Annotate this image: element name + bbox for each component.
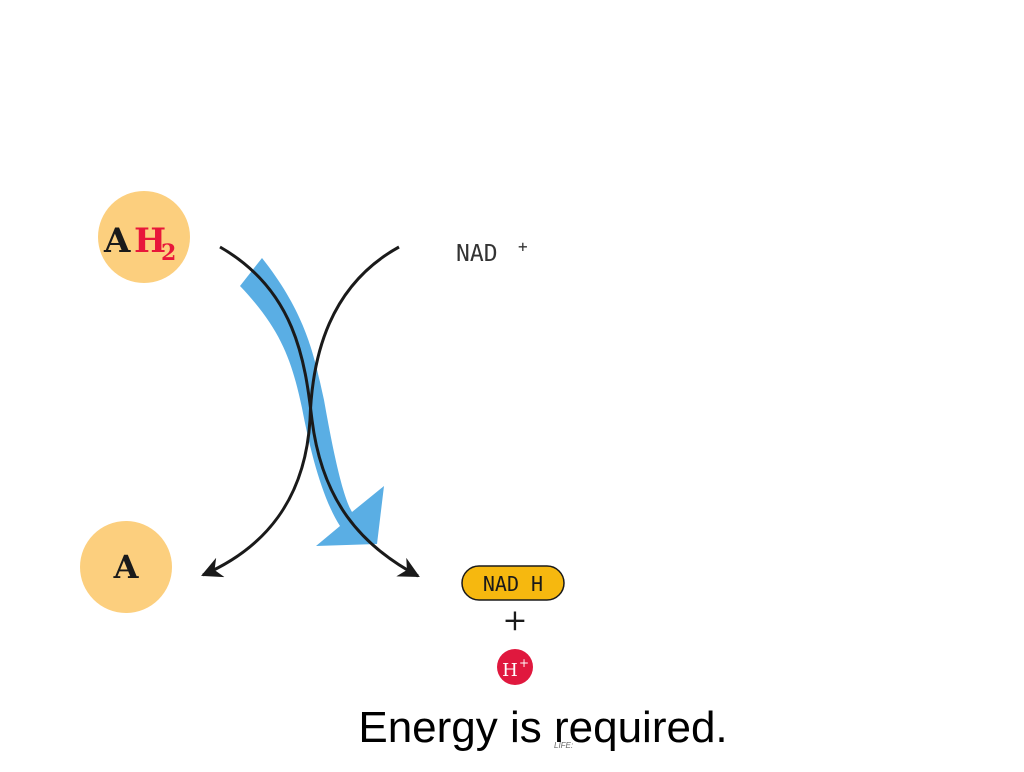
substrate-oxidized-label: A <box>113 548 140 586</box>
watermark-logo: LIFE: <box>554 741 574 750</box>
arrow-nad-to-product <box>201 245 400 578</box>
substrate-reduced-a-label: A <box>103 221 131 261</box>
caption: Energy is required. <box>358 703 728 752</box>
cofactor-in: NAD + <box>456 237 528 267</box>
substrate-reduced-subscript: 2 <box>161 240 176 266</box>
substrate-oxidized: A <box>80 521 172 613</box>
substrate-oxidized-circle <box>80 521 172 613</box>
cofactor-out: NAD H <box>461 565 565 601</box>
cofactor-in-charge: + <box>518 237 528 256</box>
cofactor-in-label: NAD <box>456 241 498 267</box>
proton-circle <box>497 649 533 685</box>
plus-sign: + <box>502 603 527 638</box>
proton-label: H <box>502 660 518 681</box>
substrate-reduced: A H 2 <box>98 191 190 283</box>
substrate-reduced-circle <box>98 191 190 283</box>
cofactor-out-label: NAD H <box>483 572 543 596</box>
substrate-reduced-h-label: H <box>134 221 166 261</box>
arrow-substrate-to-nadh <box>219 245 420 578</box>
proton: H + <box>497 649 533 685</box>
cofactor-out-pill <box>461 565 565 601</box>
proton-charge: + <box>519 656 529 670</box>
